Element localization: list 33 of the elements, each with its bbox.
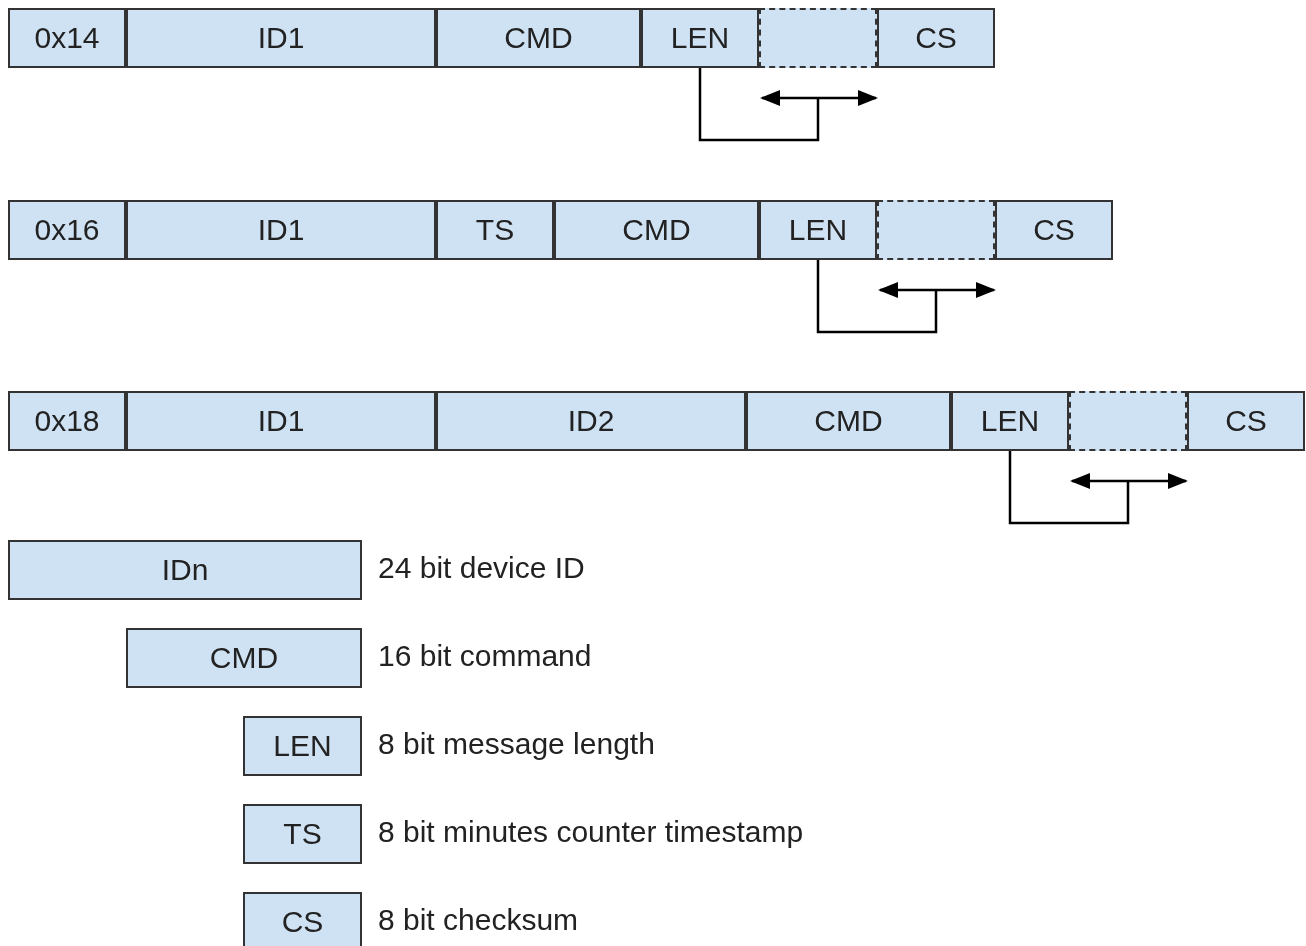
- payload-placeholder-box: [759, 8, 877, 68]
- field-box: LEN: [641, 8, 759, 68]
- connector-line: [816, 260, 938, 334]
- field-box: 0x16: [8, 200, 126, 260]
- description-text: 24 bit device ID: [378, 551, 585, 585]
- field-box: 0x14: [8, 8, 126, 68]
- field-box: LEN: [951, 391, 1069, 451]
- field-box: ID1: [126, 8, 436, 68]
- field-box: IDn: [8, 540, 362, 600]
- description-text: 16 bit command: [378, 639, 592, 673]
- field-box: CMD: [554, 200, 759, 260]
- payload-placeholder-box: [1069, 391, 1187, 451]
- field-box: 0x18: [8, 391, 126, 451]
- description-text: 8 bit minutes counter timestamp: [378, 815, 804, 849]
- field-box: CMD: [436, 8, 641, 68]
- field-box: CMD: [746, 391, 951, 451]
- field-box: CS: [243, 892, 362, 946]
- field-box: LEN: [243, 716, 362, 776]
- field-box: ID1: [126, 391, 436, 451]
- field-box: CS: [1187, 391, 1305, 451]
- field-box: CS: [877, 8, 995, 68]
- field-box: TS: [436, 200, 554, 260]
- payload-placeholder-box: [877, 200, 995, 260]
- field-box: TS: [243, 804, 362, 864]
- field-box: CS: [995, 200, 1113, 260]
- description-text: 8 bit message length: [378, 727, 655, 761]
- field-box: CMD: [126, 628, 362, 688]
- field-box: LEN: [759, 200, 877, 260]
- field-box: ID1: [126, 200, 436, 260]
- connector-line: [1008, 451, 1130, 525]
- description-text: 8 bit checksum: [378, 903, 579, 937]
- field-box: ID2: [436, 391, 746, 451]
- connector-line: [698, 68, 820, 142]
